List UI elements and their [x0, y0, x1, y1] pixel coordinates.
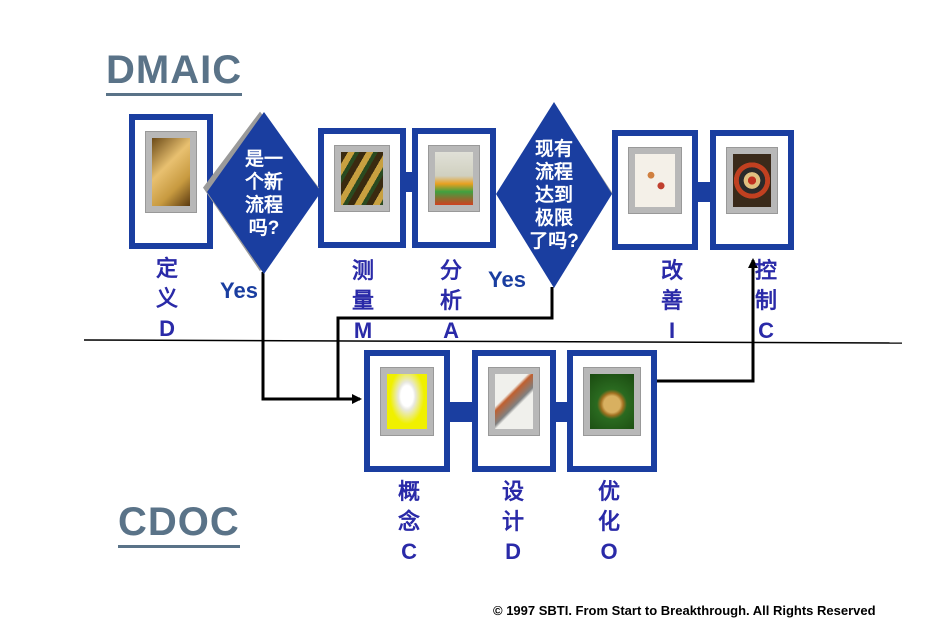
dmaic-title: DMAIC	[106, 48, 243, 96]
decision-line: 吗?	[248, 218, 280, 239]
cdoc-to-control-path	[656, 258, 758, 383]
book-image	[152, 138, 190, 206]
divider-line	[83, 339, 903, 344]
yes-label-new-process: Yes	[220, 278, 258, 303]
decision-line: 现有	[534, 138, 573, 160]
abacus-image	[341, 152, 383, 205]
decision-line: 流程	[244, 195, 283, 216]
stopwatch-image	[590, 374, 634, 429]
lightbulb-image	[387, 374, 427, 429]
cdoc-title: CDOC	[118, 500, 240, 548]
molecule-toy-image	[635, 154, 675, 207]
tools-image	[495, 374, 533, 429]
box-design	[472, 350, 556, 472]
dartboard-image	[733, 154, 771, 207]
copyright-notice: © 1997 SBTI. From Start to Breakthrough.…	[493, 603, 876, 618]
decision-new-process: 是一 个新 流程 吗?	[203, 111, 321, 276]
box-improve	[612, 130, 698, 250]
decision-line: 是一	[244, 149, 283, 170]
decision-line: 达到	[534, 184, 573, 206]
box-analyze	[412, 128, 496, 248]
decision-at-limit: 现有 流程 达到 极限 了吗?	[496, 102, 613, 288]
yes-path-at-limit	[336, 287, 554, 399]
decision-line: 流程	[534, 161, 573, 183]
connector-improve-control	[696, 182, 712, 202]
decision-line: 极限	[534, 207, 573, 229]
connector-concept-design	[448, 402, 474, 422]
box-concept	[364, 350, 450, 472]
yes-label-at-limit: Yes	[488, 267, 526, 292]
yes-path-new-process	[261, 272, 362, 404]
decision-line: 个新	[244, 172, 283, 193]
connector-design-optimize	[554, 402, 570, 422]
box-define	[129, 114, 213, 249]
box-optimize	[567, 350, 657, 472]
lab-flasks-image	[435, 152, 473, 205]
box-measure	[318, 128, 406, 248]
box-control	[710, 130, 794, 250]
decision-line: 了吗?	[529, 230, 579, 252]
